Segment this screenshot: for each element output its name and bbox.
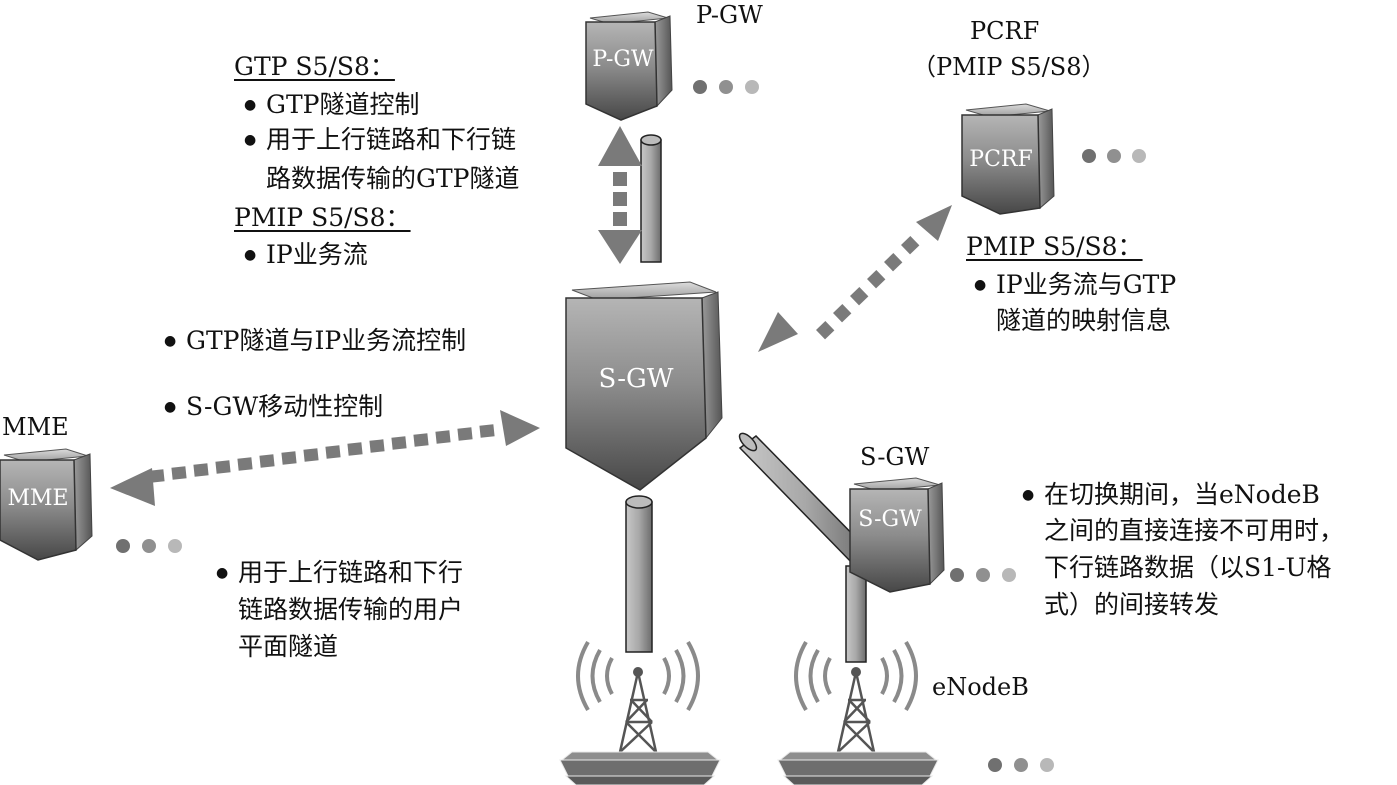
pgw-label: P-GW [592,47,654,72]
handover-bullet-1-cont-3: 式）的间接转发 [1044,590,1220,619]
sgw-node[interactable]: S-GW [565,281,723,491]
mme-bullet-1: GTP隧道与IP业务流控制 [164,324,466,358]
sgw2-node[interactable]: S-GW [849,477,945,593]
enb-bullet-1: 用于上行链路和下行 [216,556,463,590]
handover-bullet-1-cont-1: 之间的直接连接不可用时， [1044,516,1345,545]
pcrf-pmip-bullet-1: IP业务流与GTP [974,268,1176,302]
handover-bullet-1: 在切换期间，当eNodeB [1022,478,1320,512]
sgw2-caption: S-GW [860,443,930,471]
pgw-gtp-bullet-1: GTP隧道控制 [244,88,420,122]
cell-grid-icon [777,751,939,785]
pcrf-pmip-bullet-1-cont: 隧道的映射信息 [996,306,1172,335]
enodeb-2-tower[interactable] [777,640,939,785]
pgw-caption: P-GW [696,1,763,29]
sgw-label: S-GW [598,364,673,394]
pcrf-caption-sub: （PMIP S5/S8） [912,53,1106,81]
cell-grid-icon [559,751,721,785]
pgw-more-dots [693,80,759,94]
pcrf-pmip-heading: PMIP S5/S8： [966,232,1143,261]
pgw-node[interactable]: P-GW [585,11,673,121]
handover-bullet-1-cont-2: 下行链路数据（以S1-U格 [1044,553,1332,582]
radio-waves-icon [794,640,918,712]
pgw-sgw-link [640,134,662,263]
mme-node[interactable]: MME [0,448,93,561]
mme-label: MME [7,486,68,511]
pgw-gtp-bullet-2-cont: 路数据传输的GTP隧道 [266,164,520,193]
sgw2-more-dots [950,568,1016,582]
mme-caption: MME [2,413,69,441]
pcrf-node[interactable]: PCRF [961,103,1055,215]
enb-bullet-1-cont-2: 平面隧道 [238,632,339,661]
enodeb-caption: eNodeB [932,673,1029,701]
sgw2-label: S-GW [858,507,922,532]
pgw-pmip-bullet-1: IP业务流 [244,238,368,272]
pgw-sgw-arrow [598,126,642,264]
pgw-pmip-heading: PMIP S5/S8： [234,203,411,232]
pgw-gtp-heading: GTP S5/S8： [234,52,395,81]
pcrf-more-dots [1082,149,1146,163]
mme-more-dots [116,539,182,553]
sgw-enodeb1-link [625,495,653,653]
pcrf-label: PCRF [969,147,1032,172]
mme-bullet-2: S-GW移动性控制 [164,390,383,424]
radio-waves-icon [576,640,700,712]
enodeb-1-tower[interactable] [559,640,721,785]
enodeb-more-dots [988,758,1054,772]
pgw-gtp-bullet-2: 用于上行链路和下行链 [244,123,516,157]
pcrf-caption: PCRF [970,17,1040,45]
enb-bullet-1-cont-1: 链路数据传输的用户 [238,595,464,624]
mme-sgw-arrow [110,410,540,506]
pcrf-sgw-arrow [758,205,952,352]
